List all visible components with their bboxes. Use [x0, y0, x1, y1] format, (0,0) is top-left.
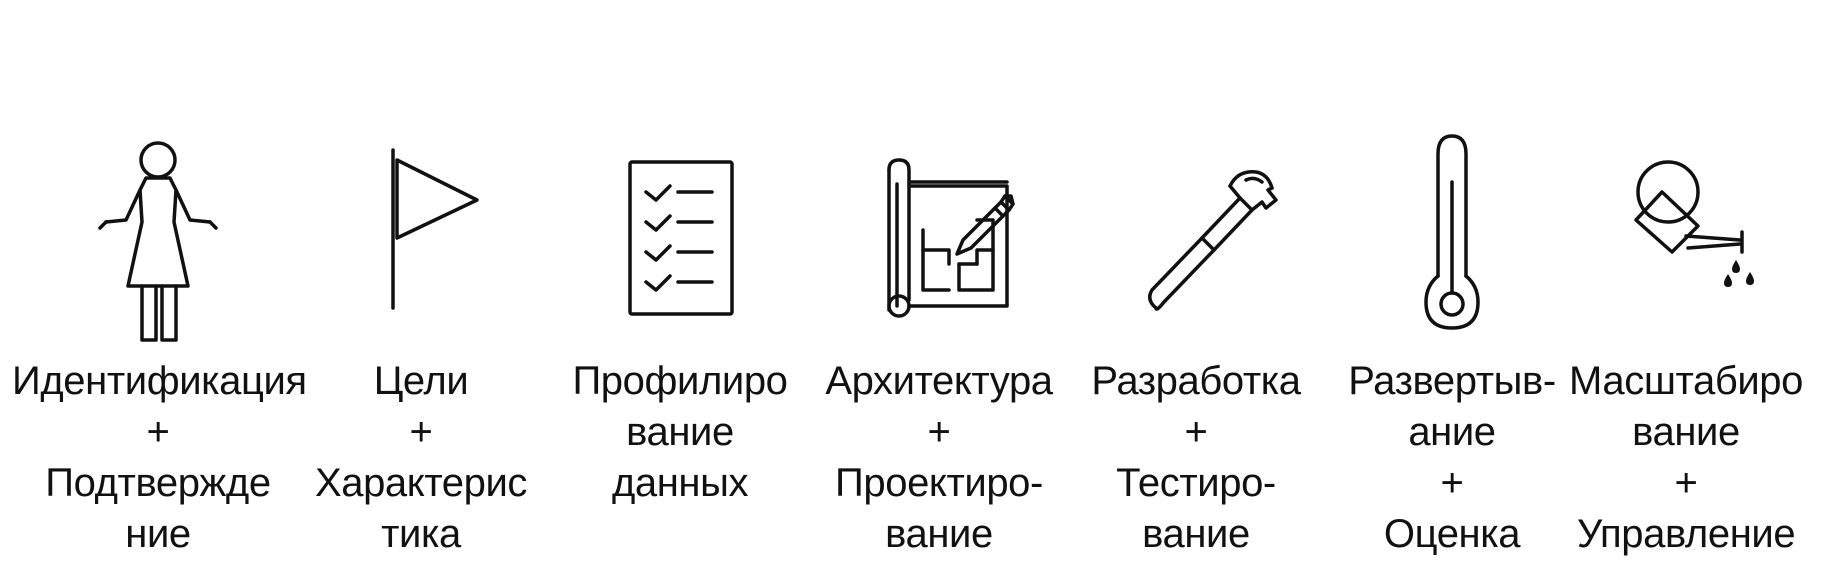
step-caption: Развертыв- ание + Оценка — [1306, 356, 1598, 560]
step-profiling: Профилиро вание данных — [534, 0, 826, 576]
caption-line: + — [1674, 461, 1698, 505]
step-architecture: Архитектура + Проектиро- вание — [793, 0, 1085, 576]
caption-line: + — [1440, 461, 1464, 505]
blueprint-pencil-icon — [859, 130, 1019, 340]
caption-line: вание — [885, 512, 993, 556]
caption-line: + — [146, 410, 170, 454]
caption-line: Цели — [373, 359, 469, 403]
step-caption: Профилиро вание данных — [534, 356, 826, 509]
flag-icon — [341, 130, 501, 340]
step-caption: Масштабиро вание + Управление — [1540, 356, 1832, 560]
watering-can-icon — [1606, 130, 1766, 340]
step-scaling: Масштабиро вание + Управление — [1540, 0, 1832, 576]
person-icon — [78, 130, 238, 342]
step-development: Разработка + Тестиро- вание — [1050, 0, 1342, 576]
caption-line: Архитектура — [825, 359, 1053, 403]
caption-line: Характерис — [314, 461, 528, 505]
step-deployment: Развертыв- ание + Оценка — [1306, 0, 1598, 576]
caption-line: вание — [626, 410, 734, 454]
caption-line: Масштабиро — [1569, 359, 1803, 403]
caption-line: Управление — [1576, 512, 1796, 556]
step-identification: Идентификация + Подтвержде ние — [12, 0, 307, 576]
caption-line: тика — [381, 512, 461, 556]
caption-line: ние — [125, 512, 191, 556]
caption-line: Проектиро- — [835, 461, 1043, 505]
step-goals: Цели + Характерис тика — [275, 0, 567, 576]
caption-line: + — [927, 410, 951, 454]
caption-line: данных — [611, 461, 749, 505]
caption-line: Разработка — [1091, 359, 1301, 403]
caption-line: Подтвержде — [45, 461, 271, 505]
hammer-icon — [1116, 130, 1278, 340]
caption-line: ание — [1408, 410, 1496, 454]
step-caption: Разработка + Тестиро- вание — [1050, 356, 1342, 560]
caption-line: Тестиро- — [1116, 461, 1276, 505]
caption-line: Оценка — [1383, 512, 1521, 556]
caption-line: + — [409, 410, 433, 454]
caption-line: + — [1184, 410, 1208, 454]
caption-line: Развертыв- — [1348, 359, 1556, 403]
step-caption: Архитектура + Проектиро- вание — [793, 356, 1085, 560]
caption-line: вание — [1142, 512, 1250, 556]
checklist-icon — [600, 130, 760, 340]
caption-line: Идентификация — [12, 359, 307, 403]
step-caption: Идентификация + Подтвержде ние — [12, 356, 307, 560]
step-caption: Цели + Характерис тика — [275, 356, 567, 560]
caption-line: Профилиро — [572, 359, 788, 403]
caption-line: вание — [1632, 410, 1740, 454]
thermometer-icon — [1372, 130, 1532, 340]
